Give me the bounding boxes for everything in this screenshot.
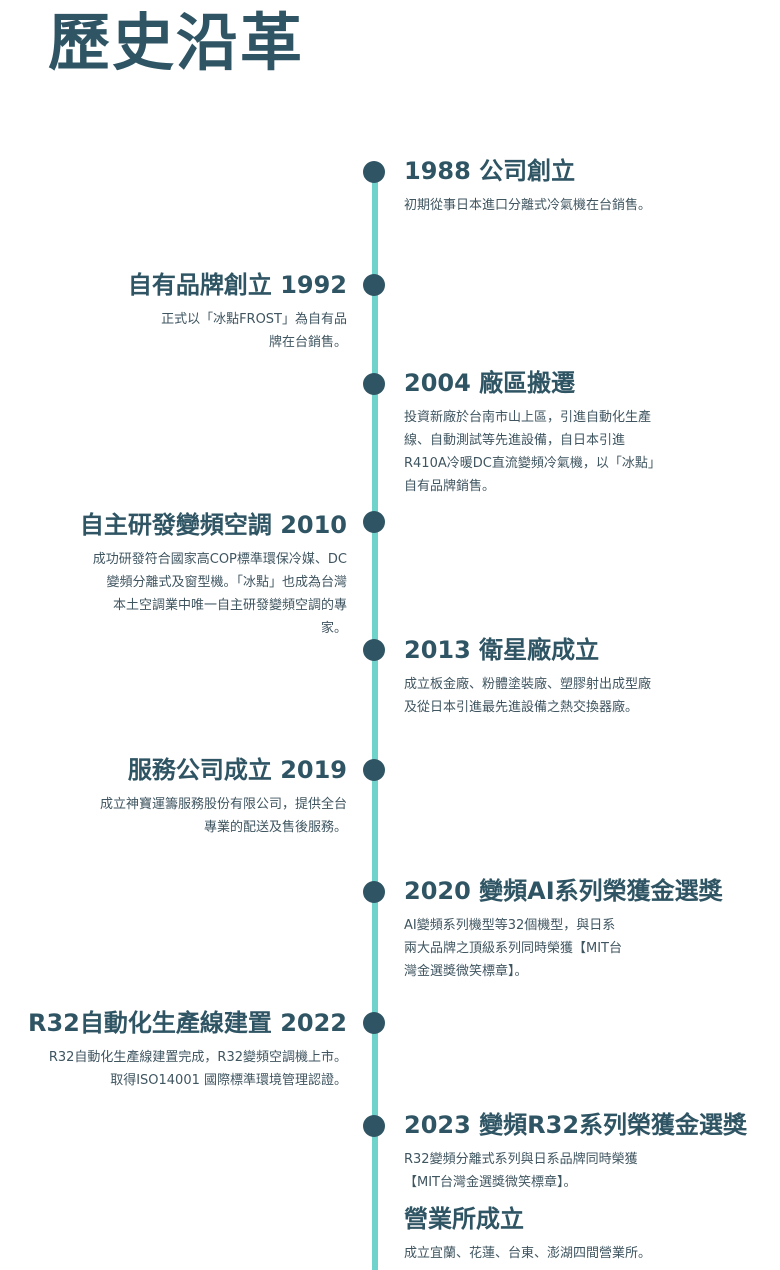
entry-description: AI變頻系列機型等32個機型，與日系 兩大品牌之頂級系列同時榮獲【MIT台 灣金… xyxy=(404,918,622,979)
entry-title: 2013 衛星廠成立 xyxy=(404,636,600,664)
timeline-dot xyxy=(363,274,385,296)
timeline-entry-2023: 2023 變頻R32系列榮獲金選獎 R32變頻分離式系列與日系品牌同時榮獲 【M… xyxy=(404,1108,748,1265)
entry-title: 1988 公司創立 xyxy=(404,157,576,185)
timeline-entry-2019: 服務公司成立 2019 成立神寶運籌服務股份有限公司，提供全台 專業的配送及售後… xyxy=(7,753,347,839)
timeline-dot xyxy=(363,373,385,395)
entry-description: 正式以「冰點FROST」為自有品 牌在台銷售。 xyxy=(161,312,347,350)
timeline-dot xyxy=(363,1012,385,1034)
entry-title: 2023 變頻R32系列榮獲金選獎 xyxy=(404,1111,748,1139)
entry-title: R32自動化生產線建置 2022 xyxy=(27,1009,347,1037)
page-title: 歷史沿革 xyxy=(48,6,305,79)
entry-title: 自有品牌創立 1992 xyxy=(127,271,347,299)
timeline-entry-2004: 2004 廠區搬遷 投資新廠於台南市山上區，引進自動化生產 線、自動測試等先進設… xyxy=(404,366,744,498)
timeline-entry-2010: 自主研發變頻空調 2010 成功研發符合國家高COP標準環保冷媒、DC 變頻分離… xyxy=(7,508,347,640)
entry-description: 成立板金廠、粉體塗裝廠、塑膠射出成型廠 及從日本引進最先進設備之熱交換器廠。 xyxy=(404,677,652,715)
entry-subtitle: 營業所成立 xyxy=(404,1205,524,1233)
entry-description: 成立神寶運籌服務股份有限公司，提供全台 專業的配送及售後服務。 xyxy=(99,797,347,835)
entry-description: 投資新廠於台南市山上區，引進自動化生產 線、自動測試等先進設備，自日本引進 R4… xyxy=(404,410,661,494)
entry-sub-description: 成立宜蘭、花蓮、台東、澎湖四間營業所。 xyxy=(404,1246,652,1261)
timeline-dot xyxy=(363,511,385,533)
entry-title: 2020 變頻AI系列榮獲金選獎 xyxy=(404,877,723,905)
timeline-dot xyxy=(363,881,385,903)
timeline-entry-1988: 1988 公司創立 初期從事日本進口分離式冷氣機在台銷售。 xyxy=(404,154,744,217)
entry-title: 服務公司成立 2019 xyxy=(127,756,347,784)
entry-title: 自主研發變頻空調 2010 xyxy=(79,511,347,539)
entry-title: 2004 廠區搬遷 xyxy=(404,369,576,397)
timeline-dot xyxy=(363,759,385,781)
timeline-dot xyxy=(363,1115,385,1137)
entry-description: R32變頻分離式系列與日系品牌同時榮獲 【MIT台灣金選獎微笑標章】。 xyxy=(404,1152,638,1190)
timeline-line xyxy=(372,170,378,1270)
timeline-entry-2020: 2020 變頻AI系列榮獲金選獎 AI變頻系列機型等32個機型，與日系 兩大品牌… xyxy=(404,874,744,983)
timeline-entry-1992: 自有品牌創立 1992 正式以「冰點FROST」為自有品 牌在台銷售。 xyxy=(7,268,347,354)
timeline-entry-2022: R32自動化生產線建置 2022 R32自動化生產線建置完成，R32變頻空調機上… xyxy=(0,1006,347,1092)
timeline-dot xyxy=(363,161,385,183)
timeline-dot xyxy=(363,639,385,661)
entry-description: 初期從事日本進口分離式冷氣機在台銷售。 xyxy=(404,198,652,213)
timeline-entry-2013: 2013 衛星廠成立 成立板金廠、粉體塗裝廠、塑膠射出成型廠 及從日本引進最先進… xyxy=(404,633,744,719)
entry-description: R32自動化生產線建置完成，R32變頻空調機上市。 取得ISO14001 國際標… xyxy=(48,1050,347,1088)
entry-description: 成功研發符合國家高COP標準環保冷媒、DC 變頻分離式及窗型機。「冰點」也成為台… xyxy=(92,552,347,636)
